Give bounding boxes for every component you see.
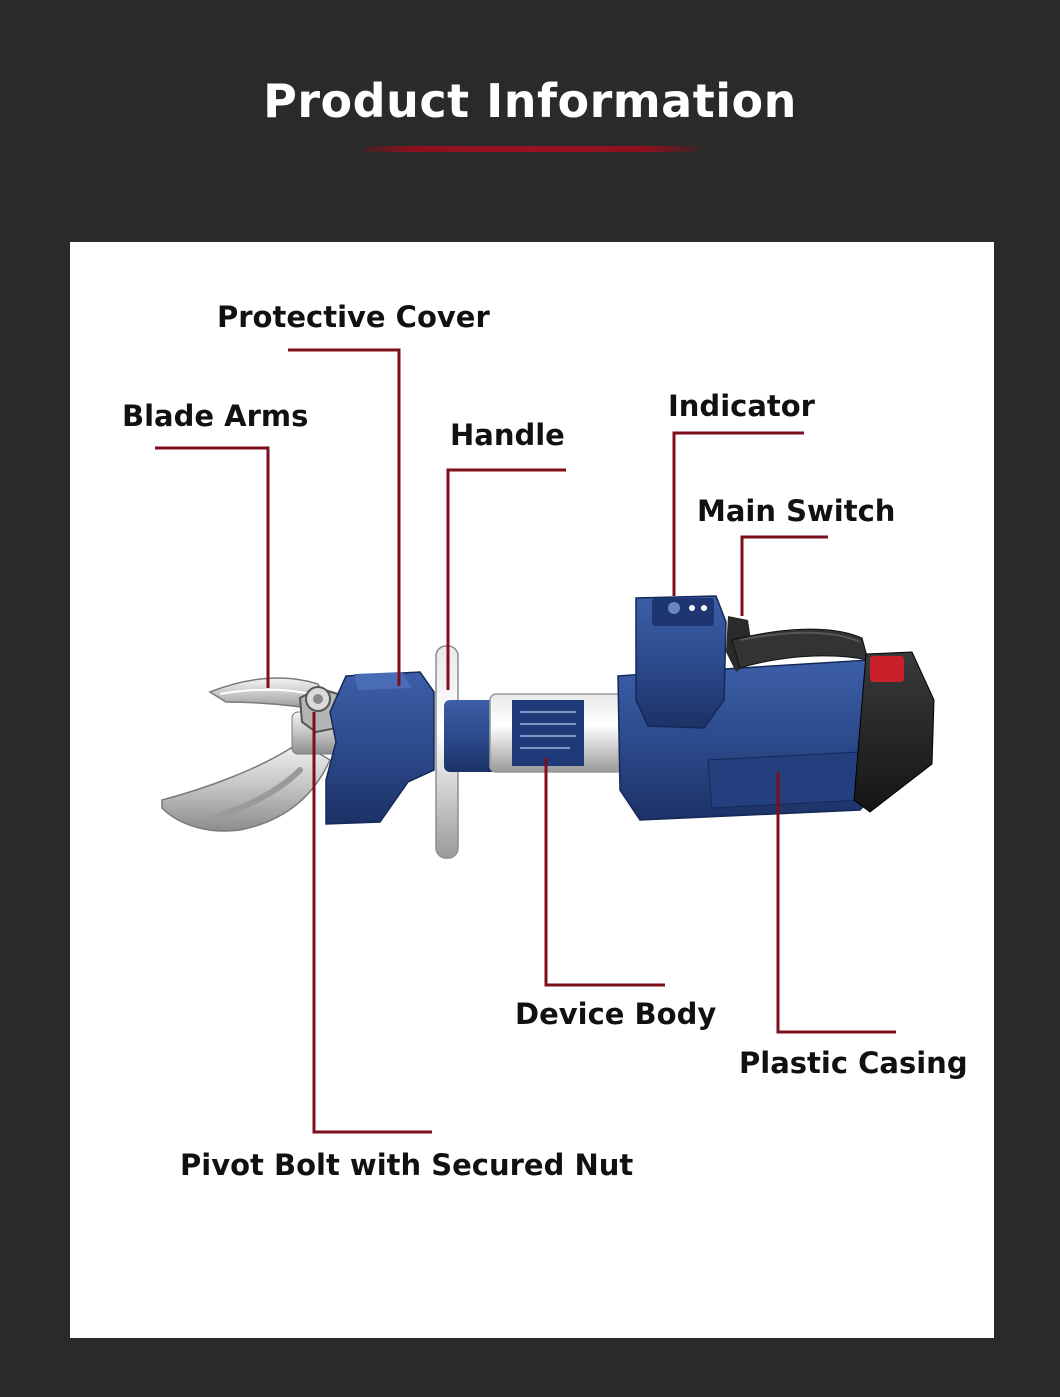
label-handle: Handle: [450, 418, 565, 452]
main-switch-art: [726, 616, 869, 672]
label-plastic-casing: Plastic Casing: [739, 1046, 968, 1080]
leader-indicator: [672, 431, 804, 596]
battery-art: [853, 651, 935, 813]
leader-main-switch: [740, 535, 828, 616]
leader-protective-cover: [288, 348, 401, 686]
label-indicator: Indicator: [668, 389, 815, 423]
indicator-art: [635, 595, 727, 729]
page-title: Product Information: [263, 74, 797, 128]
leader-blade-arms: [155, 446, 270, 688]
title-underline: [362, 146, 698, 152]
label-pivot-bolt: Pivot Bolt with Secured Nut: [180, 1148, 634, 1182]
leader-handle: [446, 468, 566, 690]
leader-device-body: [544, 758, 665, 987]
label-blade-arms: Blade Arms: [122, 399, 309, 433]
leader-plastic-casing: [776, 772, 896, 1034]
label-protective-cover: Protective Cover: [217, 300, 490, 334]
device-body-art: [489, 693, 641, 773]
leader-pivot-bolt: [312, 712, 432, 1134]
protective-cover-art: [325, 671, 435, 825]
label-device-body: Device Body: [515, 997, 717, 1031]
label-main-switch: Main Switch: [697, 494, 896, 528]
